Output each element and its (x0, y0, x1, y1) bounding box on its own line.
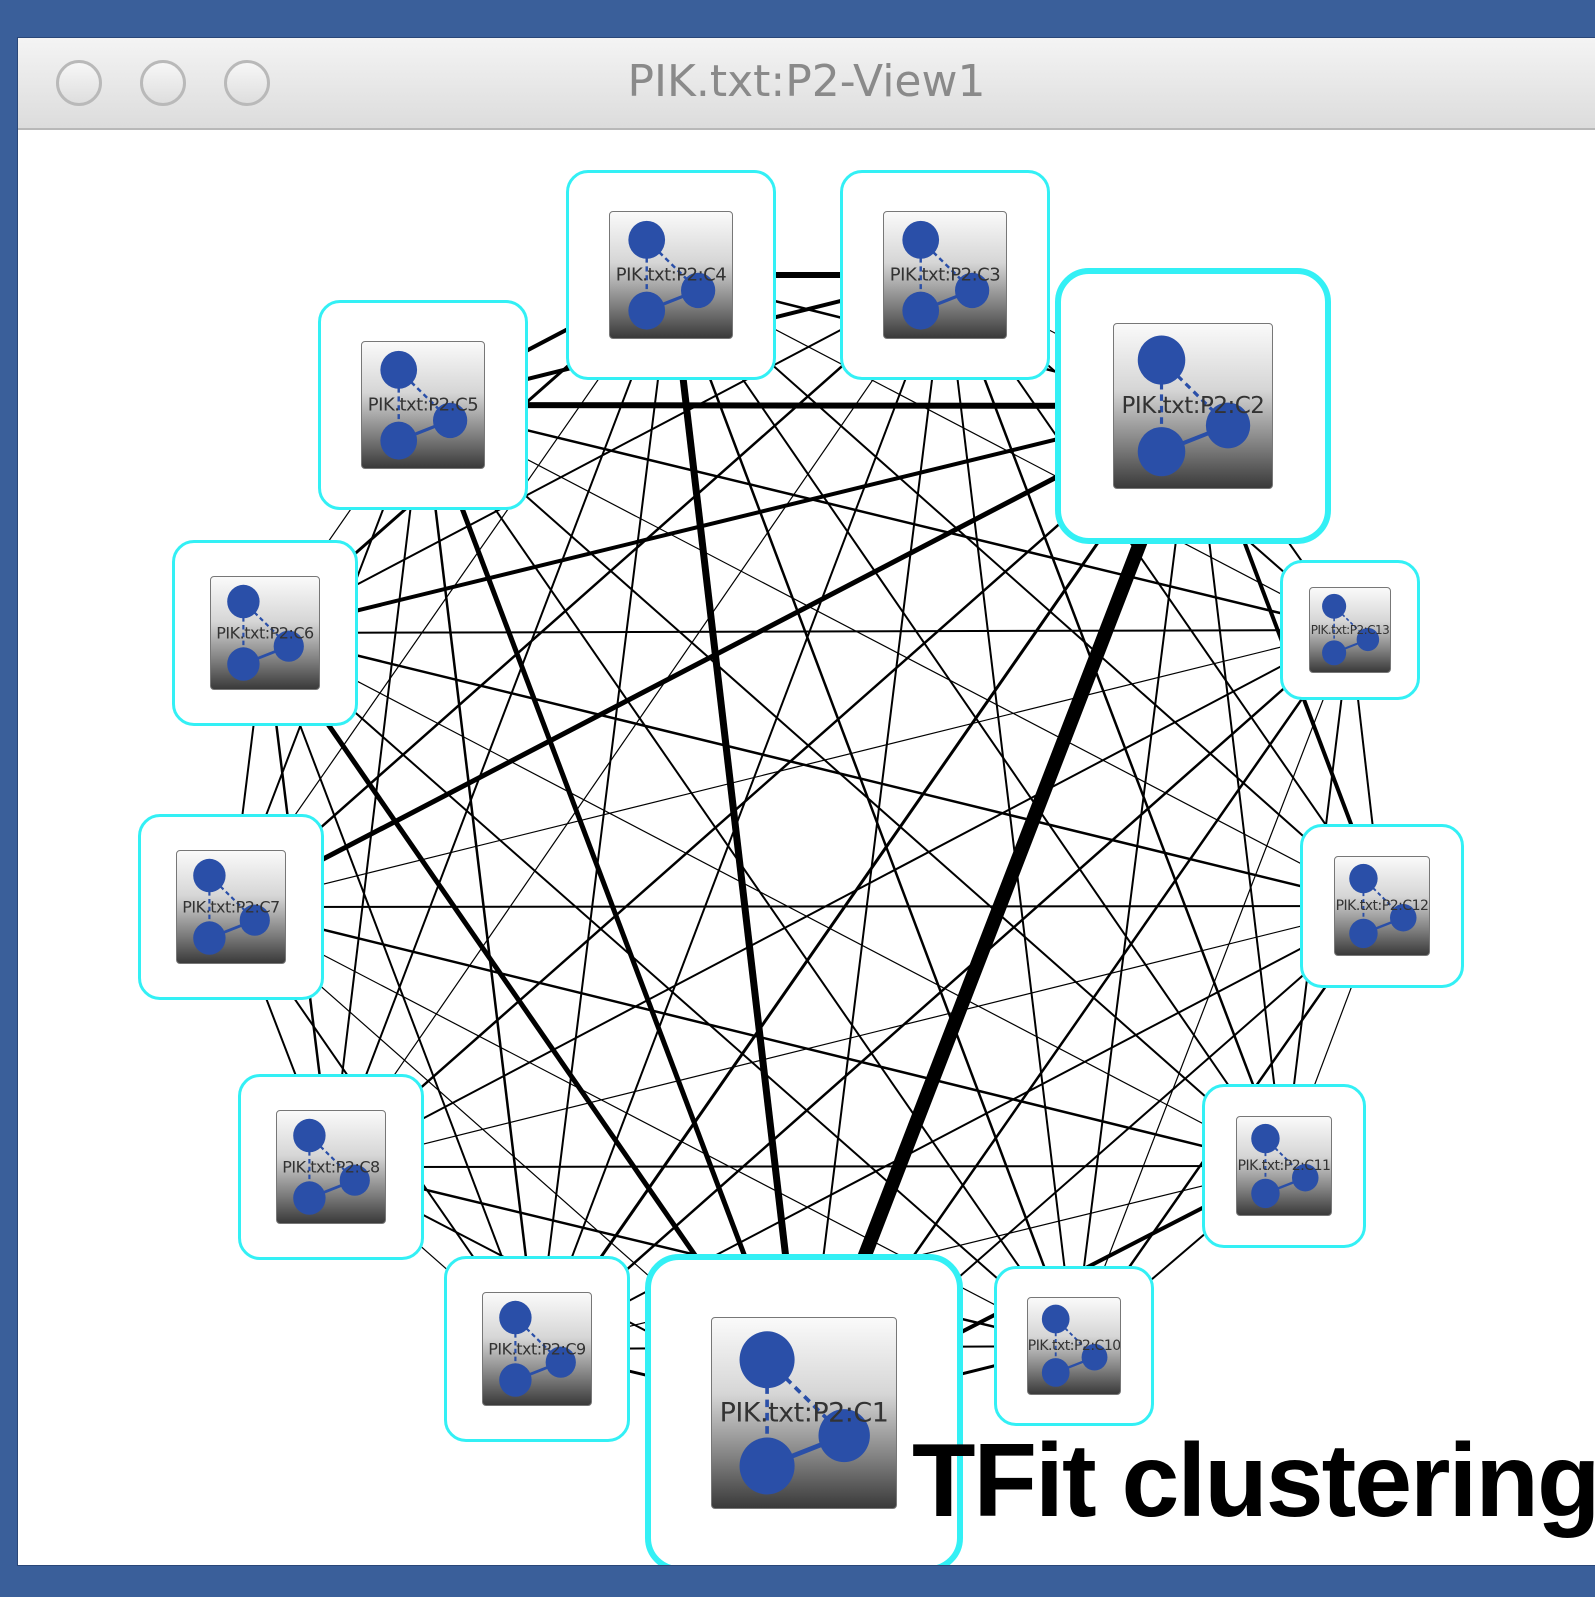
edge-c1-c3[interactable] (803, 274, 946, 1414)
edge-c6-c13[interactable] (264, 629, 1351, 634)
edge-c5-c8[interactable] (330, 404, 424, 1168)
edge-c3-c7[interactable] (230, 274, 946, 908)
cluster-node-label: PIK.txt:P2:C9 (488, 1339, 586, 1359)
edge-c4-c9[interactable] (536, 274, 672, 1350)
edge-c5-c13[interactable] (422, 403, 1351, 632)
edge-c1-c5[interactable] (420, 404, 807, 1414)
cluster-node-c7[interactable]: PIK.txt:P2:C7 (138, 814, 324, 1000)
edge-c6-c12[interactable] (264, 631, 1383, 908)
edge-c2-c7[interactable] (229, 403, 1195, 910)
minimize-button[interactable] (140, 60, 186, 106)
title-bar[interactable]: PIK.txt:P2-View1 (18, 38, 1595, 130)
close-button[interactable] (56, 60, 102, 106)
edge-c3-c6[interactable] (264, 274, 946, 634)
network-graph-icon: PIK.txt:P2:C4 (608, 210, 734, 340)
edge-c3-c11[interactable] (943, 274, 1286, 1167)
cluster-node-c12[interactable]: PIK.txt:P2:C12 (1300, 824, 1464, 988)
network-graph-icon: PIK.txt:P2:C1 (711, 1317, 897, 1509)
network-graph-icon: PIK.txt:P2:C10 (1026, 1297, 1122, 1395)
cluster-node-label: PIK.txt:P2:C1 (719, 1397, 889, 1429)
cluster-node-c6[interactable]: PIK.txt:P2:C6 (172, 540, 358, 726)
cluster-node-c10[interactable]: PIK.txt:P2:C10 (994, 1266, 1154, 1426)
network-graph-icon: PIK.txt:P2:C13 (1308, 587, 1392, 673)
cluster-node-label: PIK.txt:P2:C2 (1121, 392, 1265, 419)
edge-c5-c10[interactable] (422, 404, 1075, 1347)
edge-c8-c12[interactable] (330, 905, 1383, 1168)
edge-c10-c13[interactable] (1073, 629, 1351, 1347)
cluster-node-label: PIK.txt:P2:C10 (1027, 1338, 1121, 1354)
cluster-node-label: PIK.txt:P2:C4 (615, 264, 727, 286)
cluster-node-c4[interactable]: PIK.txt:P2:C4 (566, 170, 776, 380)
edge-c5-c11[interactable] (422, 404, 1285, 1167)
edge-c2-c9[interactable] (535, 405, 1195, 1350)
edge-c7-c12[interactable] (230, 905, 1383, 908)
network-graph-icon: PIK.txt:P2:C12 (1333, 856, 1431, 956)
cluster-node-label: PIK.txt:P2:C7 (182, 897, 280, 917)
edge-c2-c6[interactable] (264, 404, 1194, 635)
zoom-button[interactable] (224, 60, 270, 106)
caption-text: TFit clustering (912, 1423, 1595, 1539)
edge-c3-c8[interactable] (330, 274, 946, 1168)
edge-c7-c11[interactable] (230, 905, 1285, 1168)
cluster-node-c1[interactable]: PIK.txt:P2:C1 (645, 1254, 963, 1565)
cluster-node-label: PIK.txt:P2:C3 (889, 264, 1001, 286)
edge-c3-c12[interactable] (944, 274, 1383, 907)
cluster-node-label: PIK.txt:P2:C11 (1237, 1157, 1331, 1174)
edge-c6-c11[interactable] (264, 632, 1285, 1167)
network-graph-icon: PIK.txt:P2:C11 (1235, 1116, 1333, 1216)
cluster-node-c11[interactable]: PIK.txt:P2:C11 (1202, 1084, 1366, 1248)
edge-c2-c10[interactable] (1073, 405, 1194, 1347)
edge-c5-c12[interactable] (422, 404, 1383, 907)
cluster-node-c8[interactable]: PIK.txt:P2:C8 (238, 1074, 424, 1260)
edge-c6-c9[interactable] (264, 632, 538, 1350)
edge-c4-c8[interactable] (330, 274, 672, 1168)
cluster-node-c3[interactable]: PIK.txt:P2:C3 (840, 170, 1050, 380)
edge-c9-c13[interactable] (536, 629, 1351, 1350)
edge-c4-c7[interactable] (230, 274, 672, 908)
edge-c4-c13[interactable] (670, 274, 1351, 631)
edge-c7-c13[interactable] (230, 629, 1351, 908)
edge-c4-c10[interactable] (669, 274, 1076, 1347)
edge-c1-c2[interactable] (797, 403, 1200, 1416)
network-graph-icon: PIK.txt:P2:C3 (882, 210, 1008, 340)
network-graph-icon: PIK.txt:P2:C7 (176, 850, 286, 964)
cluster-node-label: PIK.txt:P2:C5 (367, 394, 479, 416)
window-title: PIK.txt:P2-View1 (627, 56, 986, 107)
edge-c4-c12[interactable] (670, 274, 1383, 907)
edge-c4-c11[interactable] (670, 274, 1285, 1167)
edge-c2-c8[interactable] (330, 405, 1194, 1168)
edge-c8-c11[interactable] (330, 1165, 1285, 1168)
cluster-node-c9[interactable]: PIK.txt:P2:C9 (444, 1256, 630, 1442)
network-graph-icon: PIK.txt:P2:C8 (276, 1110, 386, 1224)
cluster-node-c5[interactable]: PIK.txt:P2:C5 (318, 300, 528, 510)
cluster-node-label: PIK.txt:P2:C6 (216, 623, 314, 643)
network-graph-icon: PIK.txt:P2:C2 (1112, 323, 1274, 489)
edge-c3-c9[interactable] (536, 274, 946, 1350)
cluster-node-label: PIK.txt:P2:C12 (1335, 897, 1429, 914)
network-graph-icon: PIK.txt:P2:C6 (210, 576, 320, 690)
cluster-node-c2[interactable]: PIK.txt:P2:C2 (1055, 268, 1331, 544)
edge-c8-c13[interactable] (330, 629, 1351, 1168)
cluster-node-c13[interactable]: PIK.txt:P2:C13 (1280, 560, 1420, 700)
edge-c5-c9[interactable] (421, 404, 539, 1350)
cluster-node-label: PIK.txt:P2:C13 (1310, 622, 1390, 637)
cluster-node-label: PIK.txt:P2:C8 (282, 1157, 380, 1177)
network-graph-icon: PIK.txt:P2:C9 (482, 1292, 592, 1406)
edge-c1-c4[interactable] (667, 274, 808, 1414)
network-graph-icon: PIK.txt:P2:C5 (360, 340, 486, 470)
